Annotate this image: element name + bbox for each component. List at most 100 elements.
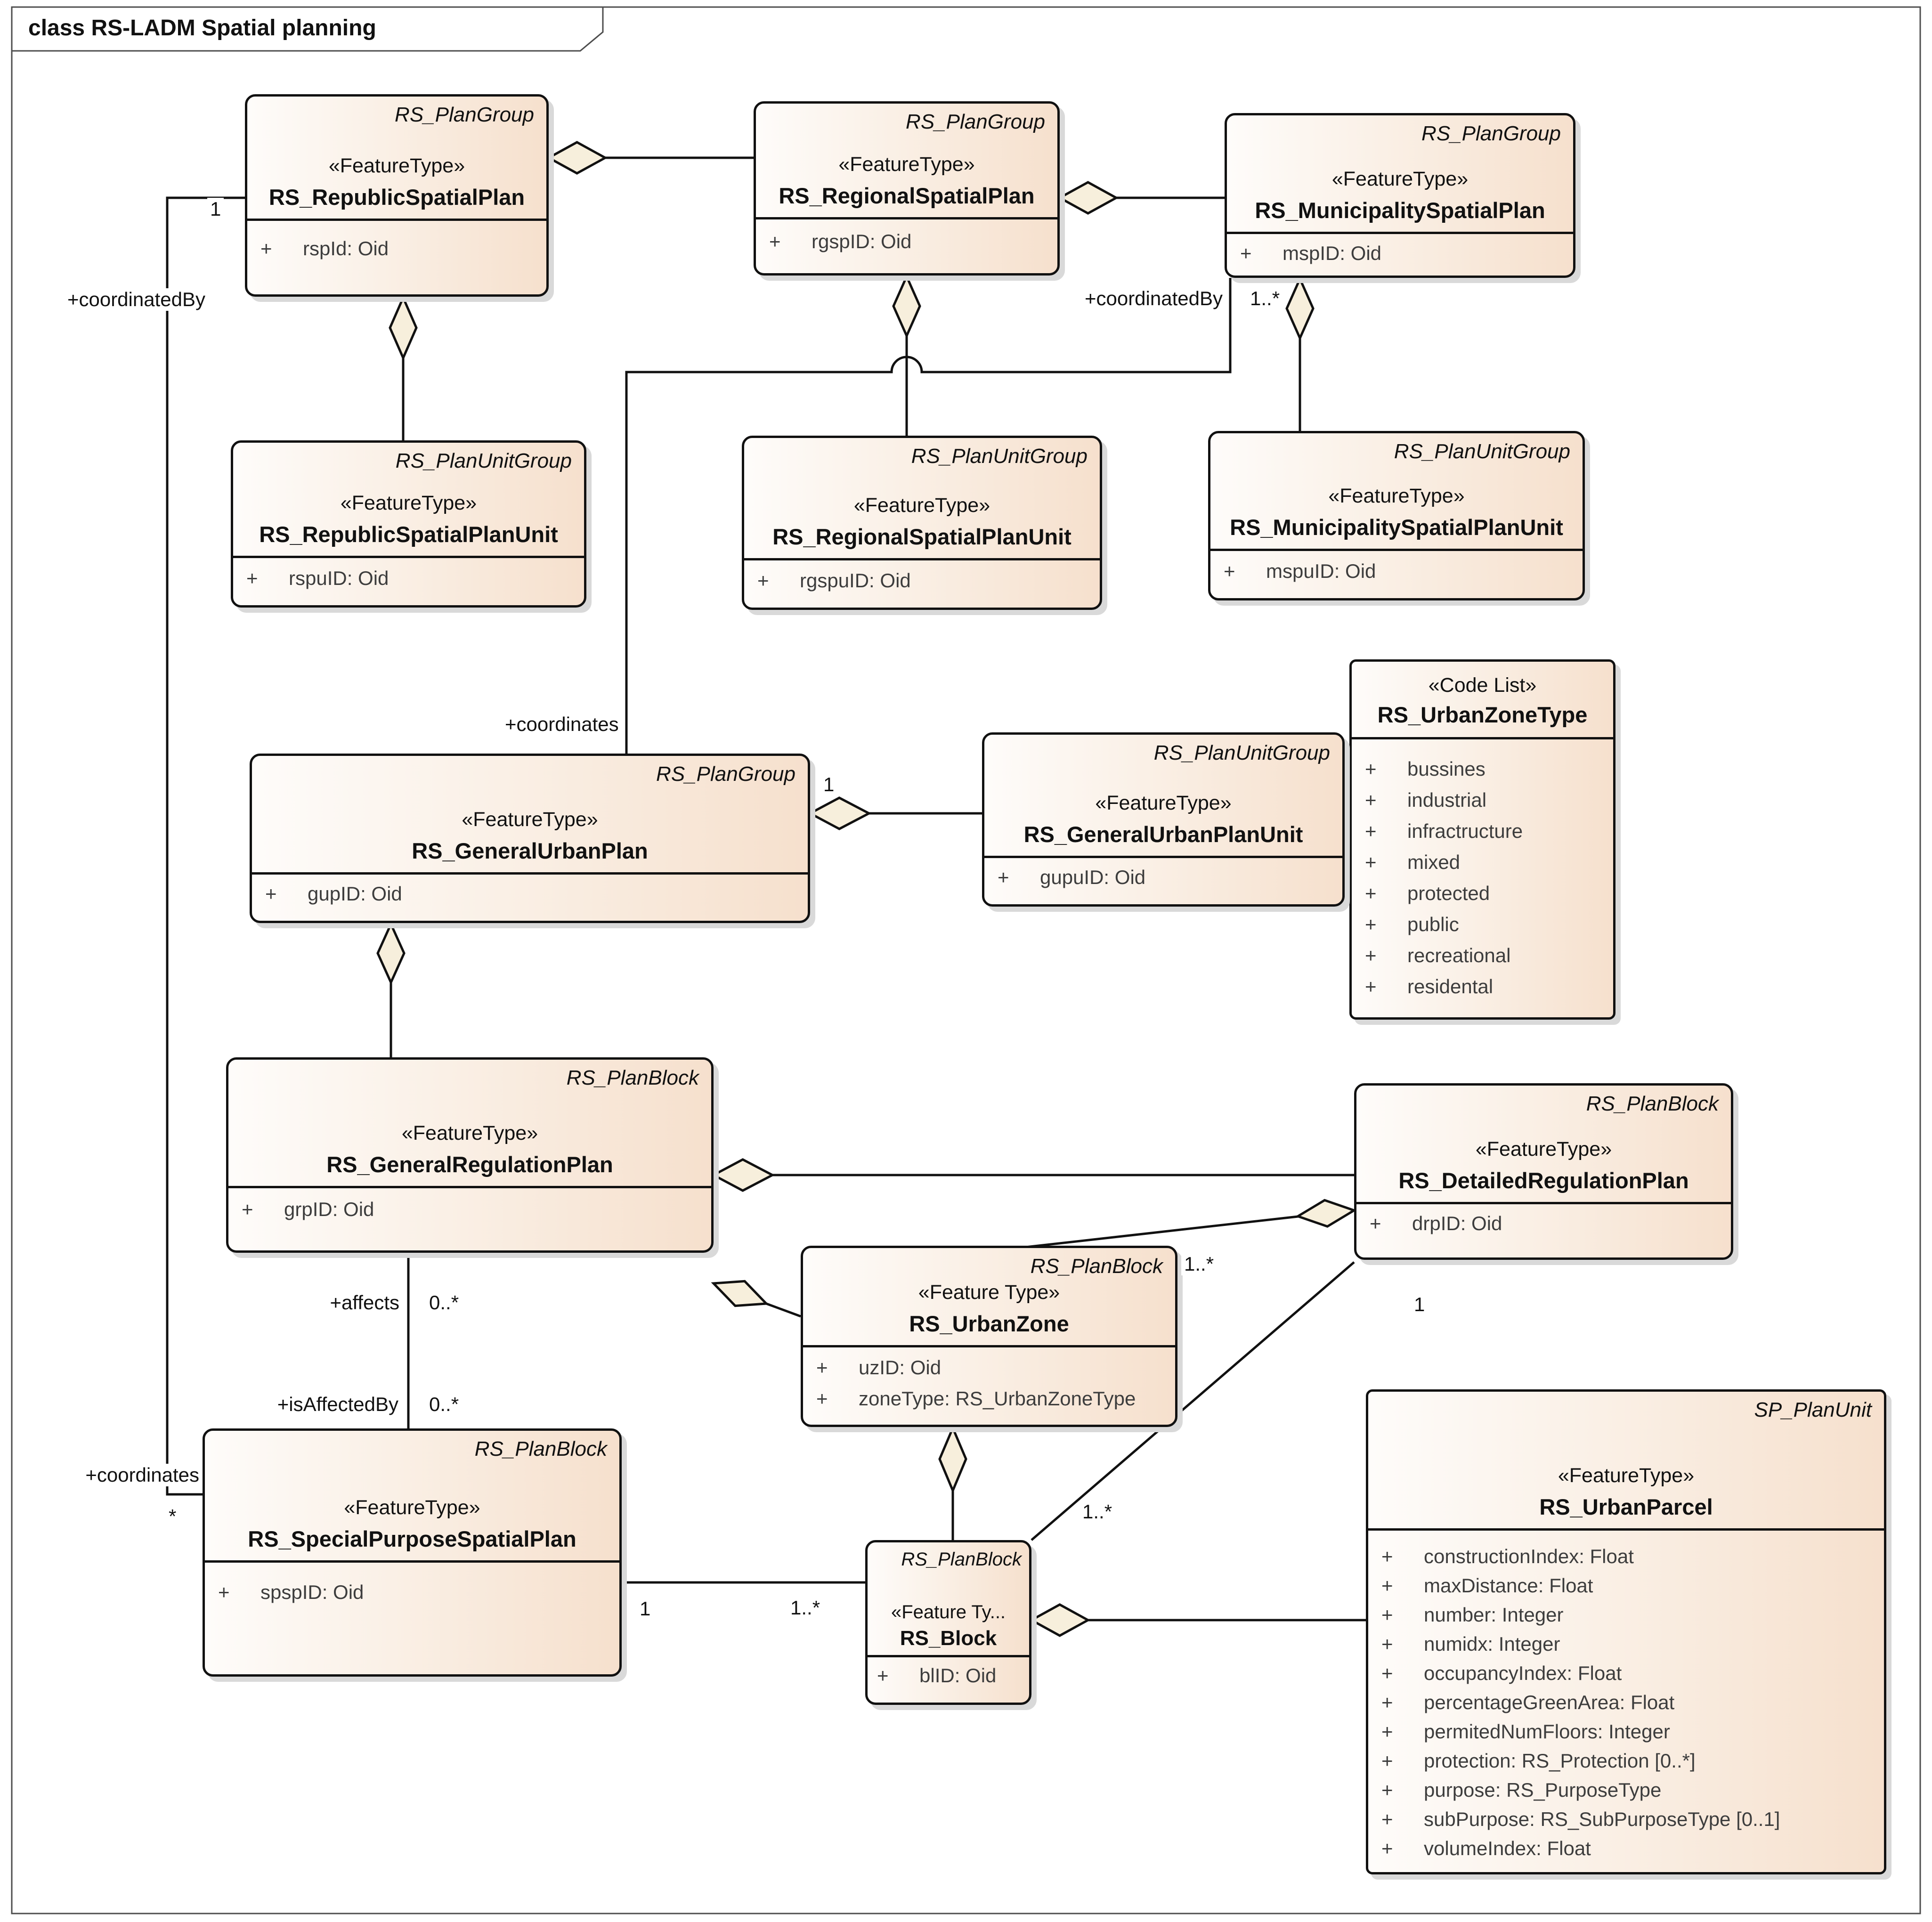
attribute-row: +industrial <box>1365 789 1487 811</box>
class-stereotype: «FeatureType» <box>462 808 598 831</box>
class-general-urban-plan[interactable]: RS_PlanGroup «FeatureType» RS_GeneralUrb… <box>250 754 810 923</box>
class-separator <box>1352 737 1613 739</box>
class-tab: SP_PlanUnit <box>1754 1398 1872 1421</box>
class-municipality-spatial-plan[interactable]: RS_PlanGroup «FeatureType» RS_Municipali… <box>1225 113 1575 278</box>
class-name: RS_RepublicSpatialPlanUnit <box>259 522 558 547</box>
class-separator <box>233 556 584 558</box>
diagram-title: class RS-LADM Spatial planning <box>28 16 376 41</box>
class-separator <box>984 856 1342 858</box>
class-stereotype: «FeatureType» <box>401 1122 538 1144</box>
attribute-row: +blID: Oid <box>877 1664 997 1687</box>
attribute-row: +percentageGreenArea: Float <box>1381 1691 1675 1713</box>
class-attributes: +gupID: Oid <box>252 875 808 921</box>
attribute-row: +drpID: Oid <box>1370 1212 1502 1234</box>
class-stereotype: «Feature Type» <box>918 1281 1060 1304</box>
attribute-row: +mixed <box>1365 851 1461 873</box>
class-stereotype: «FeatureType» <box>1475 1138 1612 1160</box>
attribute-row: +maxDistance: Float <box>1381 1574 1593 1597</box>
assoc-republic-spsp <box>166 196 245 1496</box>
class-regional-spatial-plan-unit[interactable]: RS_PlanUnitGroup «FeatureType» RS_Region… <box>742 436 1102 610</box>
class-general-regulation-plan[interactable]: RS_PlanBlock «FeatureType» RS_GeneralReg… <box>226 1057 714 1253</box>
class-name: RS_RegionalSpatialPlanUnit <box>772 524 1072 549</box>
class-name: RS_UrbanParcel <box>1539 1494 1713 1519</box>
role-label: +coordinates <box>502 713 622 736</box>
multiplicity-label: 1..* <box>787 1597 823 1619</box>
class-name: RS_DetailedRegulationPlan <box>1398 1168 1689 1193</box>
class-attributes: +mspuID: Oid <box>1210 551 1583 598</box>
class-stereotype: «FeatureType» <box>853 494 990 517</box>
class-name: RS_UrbanZoneType <box>1377 702 1588 727</box>
class-attributes: +rgspuID: Oid <box>744 560 1100 608</box>
aggregation-diamond <box>892 273 921 339</box>
class-attributes: +rspuID: Oid <box>233 558 584 605</box>
multiplicity-label: * <box>166 1505 179 1528</box>
class-regional-spatial-plan[interactable]: RS_PlanGroup «FeatureType» RS_RegionalSp… <box>754 101 1060 276</box>
assoc-drp-block <box>1031 1261 1355 1541</box>
class-attributes: +grpID: Oid <box>228 1188 711 1250</box>
attribute-row: +rgspID: Oid <box>769 230 912 252</box>
class-urban-zone-type[interactable]: «Code List» RS_UrbanZoneType +bussines+i… <box>1349 659 1615 1020</box>
class-stereotype: «FeatureType» <box>344 1496 480 1519</box>
attribute-row: +public <box>1365 913 1459 935</box>
assoc-drp-urbanzone <box>1017 1215 1299 1249</box>
class-stereotype: «FeatureType» <box>1558 1464 1695 1487</box>
role-label: +coordinatedBy <box>1070 287 1226 310</box>
diagram-frame <box>11 6 1921 1914</box>
multiplicity-label: 1..* <box>1247 287 1283 310</box>
assoc-municipality-gup <box>625 278 1232 754</box>
class-tab: RS_PlanUnitGroup <box>1394 440 1570 463</box>
attribute-row: +numidx: Integer <box>1381 1633 1560 1655</box>
class-special-purpose-spatial-plan[interactable]: RS_PlanBlock «FeatureType» RS_SpecialPur… <box>203 1428 622 1677</box>
class-name: RS_MunicipalitySpatialPlanUnit <box>1230 515 1563 540</box>
class-separator <box>205 1560 619 1563</box>
class-attributes: +constructionIndex: Float+maxDistance: F… <box>1368 1531 1884 1872</box>
class-name: RS_RepublicSpatialPlan <box>268 185 525 210</box>
class-stereotype: «FeatureType» <box>1095 792 1232 814</box>
attribute-row: +mspID: Oid <box>1240 242 1382 264</box>
class-municipality-spatial-plan-unit[interactable]: RS_PlanUnitGroup «FeatureType» RS_Munici… <box>1208 431 1585 600</box>
class-stereotype: «Code List» <box>1428 674 1537 697</box>
class-name: RS_GeneralRegulationPlan <box>326 1152 613 1177</box>
class-tab: RS_PlanBlock <box>901 1549 1022 1570</box>
class-urban-zone[interactable]: RS_PlanBlock «Feature Type» RS_UrbanZone… <box>801 1246 1177 1427</box>
class-tab: RS_PlanUnitGroup <box>395 449 572 472</box>
class-detailed-regulation-plan[interactable]: RS_PlanBlock «FeatureType» RS_DetailedRe… <box>1354 1083 1733 1260</box>
multiplicity-label: 0..* <box>426 1291 462 1314</box>
class-republic-spatial-plan-unit[interactable]: RS_PlanUnitGroup «FeatureType» RS_Republ… <box>231 440 586 608</box>
class-stereotype: «FeatureType» <box>340 492 477 514</box>
class-separator <box>803 1345 1175 1347</box>
class-separator <box>1227 232 1573 234</box>
role-label: +coordinates <box>49 1464 202 1486</box>
aggregation-diamond <box>546 141 608 175</box>
aggregation-diamond <box>1057 181 1119 215</box>
aggregation-diamond <box>1029 1603 1091 1637</box>
class-separator <box>1368 1528 1884 1531</box>
class-general-urban-plan-unit[interactable]: RS_PlanUnitGroup «FeatureType» RS_Genera… <box>982 732 1345 907</box>
multiplicity-label: 1 <box>820 773 837 796</box>
class-stereotype: «FeatureType» <box>328 154 465 177</box>
aggregation-diamond <box>711 1280 769 1307</box>
class-block[interactable]: RS_PlanBlock «Feature Ty... RS_Block +bl… <box>865 1540 1031 1705</box>
class-attributes: +bussines+industrial+infractructure+mixe… <box>1352 739 1613 1017</box>
class-name: RS_UrbanZone <box>909 1311 1069 1336</box>
multiplicity-label: 1 <box>637 1598 654 1620</box>
class-republic-spatial-plan[interactable]: RS_PlanGroup «FeatureType» RS_RepublicSp… <box>245 94 549 297</box>
multiplicity-label: 0..* <box>426 1393 462 1416</box>
class-tab: RS_PlanGroup <box>395 103 534 126</box>
aggregation-diamond <box>376 921 406 986</box>
attribute-row: +subPurpose: RS_SubPurposeType [0..1] <box>1381 1808 1780 1830</box>
aggregation-diamond <box>389 294 418 361</box>
attribute-row: +purpose: RS_PurposeType <box>1381 1779 1662 1801</box>
attribute-row: +number: Integer <box>1381 1604 1564 1626</box>
attribute-row: +mspuID: Oid <box>1224 560 1376 582</box>
class-urban-parcel[interactable]: SP_PlanUnit «FeatureType» RS_UrbanParcel… <box>1366 1389 1886 1874</box>
class-stereotype: «Feature Ty... <box>891 1602 1006 1622</box>
class-separator <box>247 219 546 221</box>
attribute-row: +protected <box>1365 882 1490 904</box>
class-attributes: +blID: Oid <box>868 1657 1029 1703</box>
attribute-row: +grpID: Oid <box>242 1198 374 1220</box>
aggregation-diamond <box>1295 1199 1357 1228</box>
class-separator <box>1210 549 1583 551</box>
multiplicity-label: 1 <box>207 198 224 220</box>
